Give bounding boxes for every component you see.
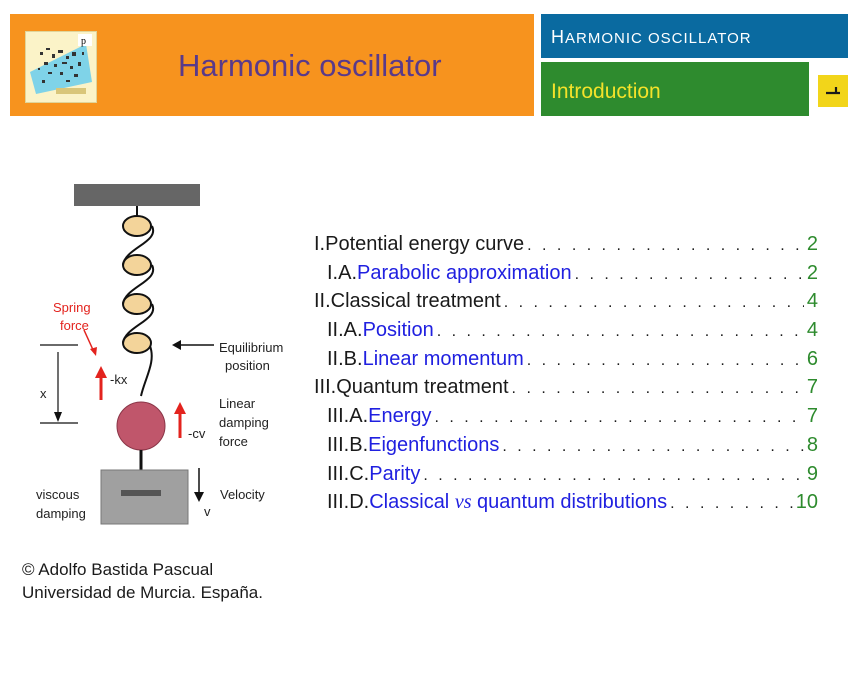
- toc-prefix: II.B.: [327, 347, 363, 370]
- toc-title-part: Classical: [369, 491, 455, 514]
- institution-credit: Universidad de Murcia. España.: [22, 583, 263, 602]
- toc-title-vs: vs: [454, 491, 472, 514]
- university-logo: p: [25, 31, 97, 103]
- toc-row[interactable]: I. Potential energy curve 2: [314, 230, 818, 259]
- toc-title[interactable]: Classical treatment: [330, 290, 501, 313]
- page-title: Harmonic oscillator: [178, 48, 442, 83]
- toc-leader: [527, 347, 804, 375]
- spring-force-label-2: force: [60, 318, 89, 333]
- author-credit: © Adolfo Bastida Pascual: [22, 560, 214, 579]
- toc-row[interactable]: III.A. Energy 7: [314, 402, 818, 431]
- toc-title[interactable]: Linear momentum: [362, 347, 524, 370]
- damping-label-1: Linear: [219, 396, 256, 411]
- toc-title-part: quantum distributions: [471, 491, 668, 514]
- toc-prefix: III.A.: [327, 405, 369, 428]
- ceiling-support: [74, 184, 200, 206]
- viscous-label-2: damping: [36, 506, 86, 521]
- return-arrow-icon: [826, 87, 840, 95]
- svg-text:p: p: [81, 36, 86, 47]
- toc-page[interactable]: 7: [806, 376, 818, 399]
- toc-leader: [527, 232, 804, 260]
- toc-leader: [512, 375, 804, 403]
- x-label: x: [40, 386, 47, 401]
- section-label[interactable]: HARMONIC OSCILLATOR: [551, 27, 752, 48]
- toc-page[interactable]: 8: [806, 433, 818, 456]
- toc-title[interactable]: Eigenfunctions: [368, 433, 500, 456]
- toc-row[interactable]: I.A. Parabolic approximation 2: [314, 259, 818, 288]
- cv-label: -cv: [188, 426, 206, 441]
- toc-page[interactable]: 7: [806, 405, 818, 428]
- toc-page[interactable]: 2: [806, 233, 818, 255]
- toc-row[interactable]: III.B. Eigenfunctions 8: [314, 431, 818, 460]
- spring-force-label-1: Spring: [53, 300, 91, 315]
- equilibrium-label-1: Equilibrium: [219, 340, 283, 355]
- toc-prefix: III.D.: [327, 491, 370, 514]
- toc-leader: [575, 261, 804, 289]
- equilibrium-label-2: position: [225, 358, 270, 373]
- subsection-label[interactable]: Introduction: [551, 80, 661, 103]
- toc-leader: [423, 462, 804, 490]
- toc-leader: [670, 490, 793, 518]
- viscous-label-1: viscous: [36, 487, 80, 502]
- return-button[interactable]: [818, 75, 848, 107]
- toc-prefix: III.B.: [327, 433, 369, 456]
- toc-leader: [435, 404, 804, 432]
- toc-row[interactable]: III. Quantum treatment 7: [314, 373, 818, 402]
- toc-row[interactable]: II.A. Position 4: [314, 316, 818, 345]
- toc-leader: [502, 433, 804, 461]
- subsection-banner[interactable]: [541, 62, 809, 116]
- toc-page[interactable]: 2: [806, 261, 818, 284]
- mass-ball: [116, 401, 166, 451]
- toc-prefix: II.: [314, 290, 331, 313]
- toc-title[interactable]: Classical vs quantum distributions: [369, 488, 667, 516]
- table-of-contents: I. Potential energy curve 2 I.A. Parabol…: [314, 230, 818, 517]
- toc-prefix: III.C.: [327, 462, 370, 485]
- oscillator-diagram: Spring force -kx x Equilibrium position …: [0, 170, 310, 540]
- section-banner: [541, 14, 848, 58]
- toc-page[interactable]: 4: [806, 290, 818, 313]
- toc-row[interactable]: III.D. Classical vs quantum distribution…: [314, 488, 818, 517]
- toc-prefix: II.A.: [327, 319, 363, 342]
- header-banner: [10, 14, 534, 116]
- toc-title[interactable]: Quantum treatment: [336, 376, 509, 399]
- toc-title[interactable]: Position: [362, 319, 434, 342]
- viscous-damper: [100, 469, 189, 525]
- toc-row[interactable]: III.C. Parity 9: [314, 460, 818, 489]
- toc-leader: [504, 289, 804, 317]
- toc-page[interactable]: 4: [806, 319, 818, 342]
- toc-title[interactable]: Energy: [368, 405, 432, 428]
- toc-title[interactable]: Parabolic approximation: [357, 261, 572, 284]
- toc-row[interactable]: II. Classical treatment 4: [314, 287, 818, 316]
- kx-label: -kx: [110, 372, 128, 387]
- toc-title[interactable]: Potential energy curve: [325, 233, 525, 255]
- damping-label-2: damping: [219, 415, 269, 430]
- toc-prefix: I.A.: [327, 261, 358, 284]
- toc-page[interactable]: 9: [806, 462, 818, 485]
- v-label: v: [204, 504, 211, 519]
- damping-label-3: force: [219, 434, 248, 449]
- toc-prefix: I.: [314, 233, 326, 255]
- toc-page[interactable]: 6: [806, 347, 818, 370]
- section-label-initial: H: [551, 27, 565, 47]
- spring: [122, 206, 155, 397]
- toc-title[interactable]: Parity: [369, 462, 421, 485]
- toc-row[interactable]: II.B. Linear momentum 6: [314, 345, 818, 374]
- velocity-label: Velocity: [220, 487, 265, 502]
- toc-leader: [437, 318, 804, 346]
- toc-prefix: III.: [314, 376, 337, 399]
- section-label-rest: ARMONIC OSCILLATOR: [565, 30, 752, 47]
- toc-page[interactable]: 10: [795, 491, 818, 514]
